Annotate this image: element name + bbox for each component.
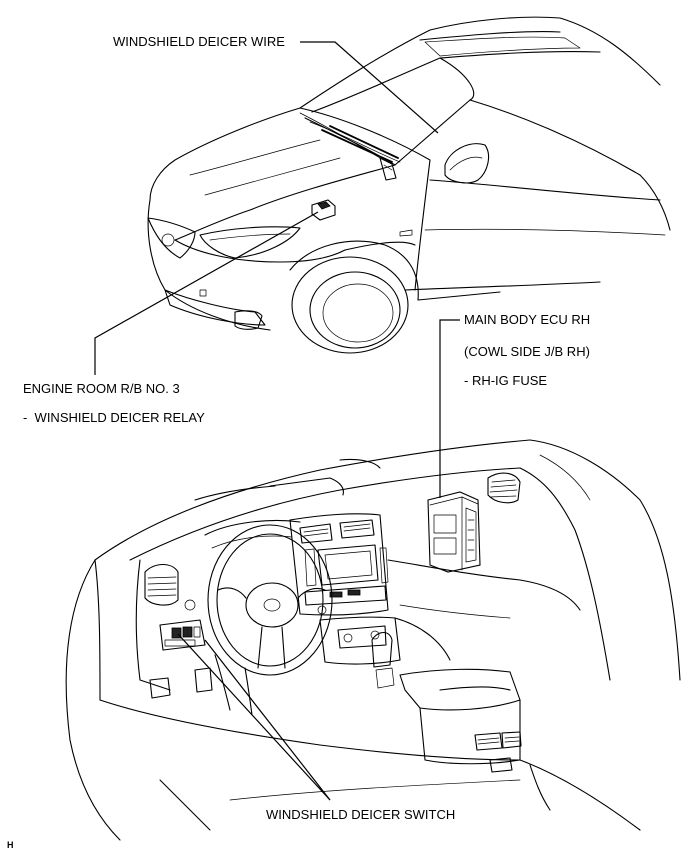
- label-rh-ig-fuse: - RH-IG FUSE: [464, 373, 548, 388]
- leader-deicer-switch-2: [204, 639, 331, 801]
- leader-windshield-deicer-wire: [300, 41, 439, 134]
- label-windshield-deicer-switch: WINDSHIELD DEICER SWITCH: [266, 807, 456, 822]
- corner-code: H: [7, 840, 14, 850]
- label-cowl-side-jb-rh: (COWL SIDE J/B RH): [464, 344, 590, 359]
- leader-lines: [94, 41, 460, 801]
- interior-dashboard-drawing: [65, 439, 681, 841]
- label-windshield-deicer-wire: WINDSHIELD DEICER WIRE: [113, 34, 285, 49]
- label-engine-room-rb-no3: ENGINE ROOM R/B NO. 3: [23, 381, 180, 396]
- leader-deicer-switch: [177, 633, 331, 801]
- leader-engine-room-rb: [94, 211, 319, 375]
- leader-main-body-ecu: [439, 319, 460, 498]
- car-exterior-drawing: [147, 16, 671, 354]
- label-winshield-deicer-relay: - WINSHIELD DEICER RELAY: [23, 410, 205, 425]
- label-main-body-ecu-rh: MAIN BODY ECU RH: [464, 312, 591, 327]
